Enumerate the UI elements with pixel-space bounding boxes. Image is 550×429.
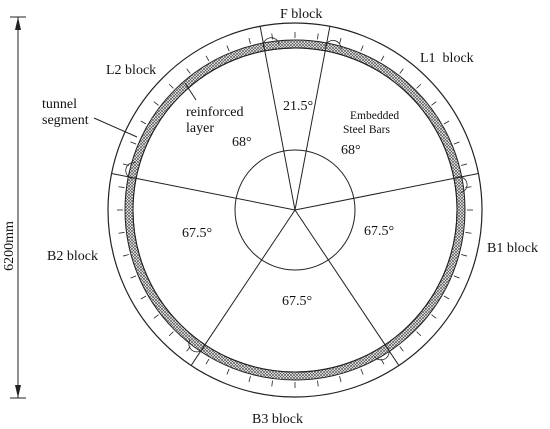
steel-bar-tick bbox=[168, 331, 174, 337]
dimension-label: 6200mm bbox=[2, 221, 17, 271]
label-b3-block: B3 block bbox=[252, 412, 303, 427]
steel-bar-tick bbox=[399, 68, 404, 74]
steel-bar-tick bbox=[431, 314, 437, 319]
joint-bolts bbox=[125, 37, 468, 361]
radial-line bbox=[136, 177, 296, 211]
steel-bar-tick bbox=[118, 232, 125, 234]
steel-bar-tick bbox=[380, 55, 385, 62]
steel-bar-tick bbox=[317, 33, 319, 40]
label-b1-block: B1 block bbox=[487, 241, 538, 256]
steel-bar-tick bbox=[431, 101, 437, 106]
label-l1-block: L1 block bbox=[420, 51, 474, 66]
segment-joint-line bbox=[384, 344, 400, 366]
steel-bar-tick bbox=[360, 45, 364, 52]
steel-bar-tick bbox=[461, 163, 468, 166]
steel-bar-tick bbox=[248, 376, 251, 383]
radial-line bbox=[294, 177, 454, 211]
angle-l2: 68° bbox=[232, 135, 252, 150]
steel-bar-tick bbox=[339, 376, 342, 383]
radial-line bbox=[204, 209, 296, 345]
joint-bolt-arc bbox=[457, 176, 468, 193]
label-b2-block: B2 block bbox=[47, 249, 98, 264]
radial-line bbox=[264, 50, 296, 211]
label-tunnel: tunnel bbox=[42, 97, 77, 112]
segment-joint-line bbox=[111, 173, 137, 179]
joint-bolt-arc bbox=[374, 347, 390, 361]
steel-bar-tick bbox=[453, 275, 460, 279]
steel-bar-tick bbox=[226, 368, 230, 375]
steel-bar-tick bbox=[399, 346, 404, 352]
segment-joint-line bbox=[259, 26, 266, 51]
label-reinforced: reinforced bbox=[186, 105, 244, 120]
reinforced-layer-leader bbox=[184, 82, 197, 101]
steel-bar-tick bbox=[339, 37, 342, 44]
steel-bar-tick bbox=[317, 380, 319, 387]
steel-bar-tick bbox=[130, 275, 137, 279]
angle-b3: 67.5° bbox=[282, 294, 312, 309]
label-segment: segment bbox=[42, 113, 89, 128]
segment-joint-line bbox=[324, 26, 331, 51]
label-layer: layer bbox=[186, 121, 214, 136]
steel-bar-tick bbox=[248, 37, 251, 44]
steel-bar-tick bbox=[416, 331, 422, 337]
steel-bar-tick bbox=[226, 45, 230, 52]
steel-bar-tick bbox=[186, 68, 191, 74]
segment-joint-line bbox=[190, 344, 206, 366]
inner-ring bbox=[132, 47, 458, 373]
steel-bar-tick bbox=[443, 295, 450, 300]
center-circle bbox=[234, 149, 356, 271]
radial-lines bbox=[136, 50, 454, 345]
steel-bar-tick bbox=[453, 141, 460, 145]
joint-bolt-arc bbox=[188, 339, 204, 353]
radial-line bbox=[294, 209, 386, 345]
steel-bar-tick bbox=[465, 232, 472, 234]
angle-b2: 67.5° bbox=[182, 226, 212, 241]
steel-bar-tick bbox=[140, 295, 147, 300]
steel-bar-tick bbox=[205, 55, 210, 62]
steel-bar-tick bbox=[443, 120, 450, 125]
angle-l1: 68° bbox=[341, 143, 361, 158]
angle-f: 21.5° bbox=[283, 99, 313, 114]
steel-bar-tick bbox=[205, 358, 210, 365]
joint-bolt-arc bbox=[324, 40, 342, 50]
dimension-line bbox=[10, 16, 26, 399]
angle-b1: 67.5° bbox=[364, 224, 394, 239]
steel-bar-tick bbox=[416, 83, 422, 89]
joint-bolt-arc bbox=[262, 37, 280, 48]
joint-bolt-arc bbox=[125, 162, 136, 179]
radial-line bbox=[294, 50, 326, 211]
steel-bar-tick bbox=[271, 380, 273, 387]
outer-ring bbox=[107, 22, 483, 398]
steel-bar-tick bbox=[153, 314, 159, 319]
label-f-block: F block bbox=[280, 7, 322, 22]
steel-bar-tick bbox=[118, 186, 125, 188]
label-embedded: Embedded bbox=[350, 110, 399, 122]
embedded-steel-bars bbox=[117, 32, 473, 388]
steel-bar-tick bbox=[271, 33, 273, 40]
segment-joint-line bbox=[453, 173, 479, 179]
label-l2-block: L2 block bbox=[106, 63, 156, 78]
segment-joints bbox=[111, 26, 479, 366]
tunnel-segment-leader bbox=[93, 117, 138, 138]
steel-bar-tick bbox=[461, 254, 468, 257]
steel-bar-tick bbox=[130, 141, 137, 145]
steel-bar-tick bbox=[140, 120, 147, 125]
steel-bar-tick bbox=[360, 368, 364, 375]
steel-bar-tick bbox=[122, 254, 129, 257]
label-steel-bars: Steel Bars bbox=[343, 124, 390, 136]
steel-bar-tick bbox=[168, 83, 174, 89]
steel-bar-tick bbox=[153, 101, 159, 106]
